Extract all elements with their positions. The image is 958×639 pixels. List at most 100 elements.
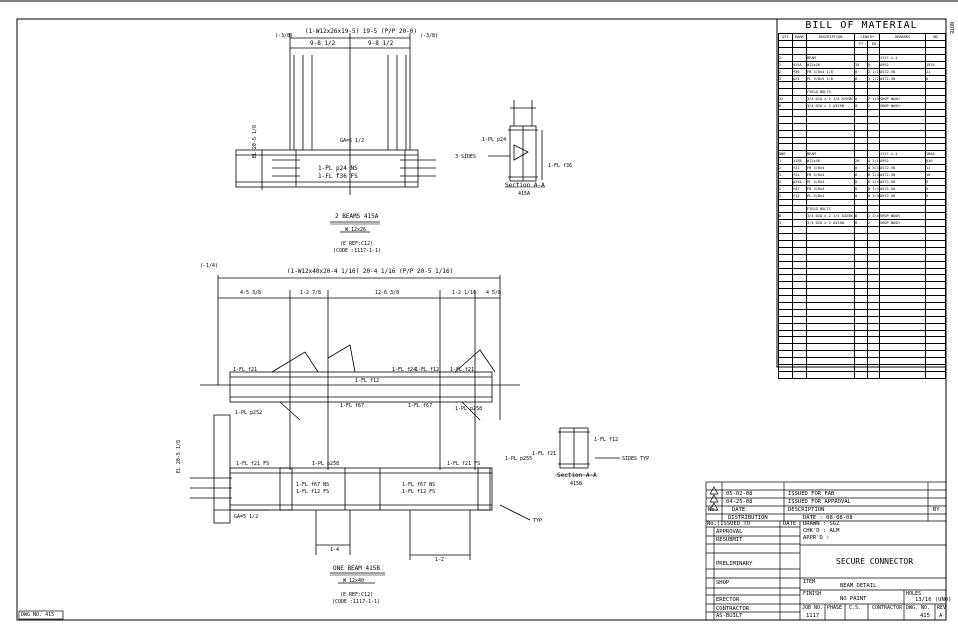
bom-cell: p255 — [792, 177, 807, 186]
rev-header-desc: DESCRIPTION — [788, 507, 825, 513]
drawn: DRAWN : SGZ — [803, 521, 840, 527]
bom-row — [778, 350, 947, 359]
bom-cell — [792, 274, 807, 283]
bom-cell — [925, 212, 947, 221]
finish-label: FINISH — [803, 591, 822, 597]
bom-cell — [879, 226, 927, 235]
bom-cell — [792, 239, 807, 248]
bom-cell — [778, 115, 793, 124]
beam-b-note-10: 1-FL f21 FS — [236, 461, 270, 467]
bom-cell — [854, 336, 868, 345]
bom-cell: 8 — [925, 74, 947, 83]
bom-cell — [925, 274, 947, 283]
bom-row — [778, 281, 947, 290]
beam-a-right-elev: (-3/8) — [420, 33, 439, 39]
checked: CHK'D : ALM — [803, 528, 840, 534]
issued-to: No.|ISSUED TO — [707, 521, 751, 527]
bom-row — [778, 267, 947, 276]
bom-cell — [879, 47, 927, 55]
bom-cell: 12 — [778, 95, 793, 104]
bom-cell — [925, 102, 947, 111]
section-b-drawing — [555, 427, 620, 476]
status-preliminary: PRELIMINARY — [716, 561, 753, 567]
bom-cell — [792, 253, 807, 262]
bom-cell — [778, 129, 793, 138]
bom-cell — [866, 322, 881, 331]
bom-cell — [778, 239, 793, 248]
beam-b-ga: GA=5 1/2 — [234, 514, 259, 520]
bom-cell — [854, 205, 868, 214]
section-b-title: Section A-A — [557, 472, 597, 479]
bom-cell — [925, 95, 947, 104]
bom-cell: f21 — [792, 164, 807, 173]
bom-title: BILL OF MATERIAL — [805, 20, 918, 31]
bom-row — [778, 122, 947, 131]
bom-cell — [792, 212, 807, 221]
bom-cell — [879, 301, 927, 310]
bom-cell — [778, 136, 793, 145]
bom-cell — [925, 115, 947, 124]
bom-cell — [806, 40, 855, 48]
bom-cell — [792, 226, 807, 235]
bom-cell — [879, 288, 927, 297]
bom-row — [778, 329, 947, 338]
bom-cell: 0 — [854, 184, 868, 193]
bom-cell: 0 — [854, 219, 868, 228]
cs-label: C.S. — [849, 605, 862, 611]
bom-cell — [854, 81, 868, 90]
status-approval: APPROVAL — [716, 529, 743, 535]
bom-cell — [866, 295, 881, 303]
bom-cell: 20 — [854, 157, 868, 166]
bom-cell — [778, 295, 793, 303]
bom-row — [778, 288, 947, 297]
rev-header-date: DATE — [732, 507, 746, 513]
bom-cell — [792, 129, 807, 138]
bom-cell — [806, 136, 855, 145]
bom-cell — [806, 115, 855, 124]
bom-cell — [925, 370, 947, 379]
beam-b-ns-left-1: 1-FL f67 NS — [296, 482, 330, 488]
beam-b-note-8: 1-PL p252 — [235, 410, 263, 416]
bom-cell — [925, 198, 947, 207]
bom-cell: 1117-1-1 — [879, 53, 927, 62]
bom-cell — [854, 47, 868, 55]
beam-b-ref: (E REF:C12) — [340, 592, 374, 598]
bom-cell — [792, 115, 807, 124]
bom-cell — [866, 143, 881, 152]
bom-cell — [806, 329, 855, 338]
corner-mark: NOTE — [948, 22, 954, 35]
bom-cell — [778, 226, 793, 235]
bom-cell: IN — [866, 40, 881, 48]
bom-cell — [925, 322, 947, 331]
bom-cell — [854, 363, 868, 372]
bom-cell — [866, 336, 881, 345]
bom-cell — [879, 281, 927, 290]
bom-cell — [854, 260, 868, 269]
bom-cell — [866, 88, 881, 97]
rev-date-2: 04-25-08 — [726, 499, 753, 505]
bom-cell — [879, 363, 927, 372]
bom-row — [778, 370, 947, 379]
beam-b-note-13: 1-PL p255 — [505, 456, 533, 462]
bom-cell — [806, 315, 855, 324]
bom-cell — [778, 47, 793, 55]
bom-cell — [925, 219, 947, 228]
bom-row: FIELD BOLTS — [778, 205, 947, 214]
bom-cell: A572-50 — [879, 74, 927, 83]
bom-cell — [866, 226, 881, 235]
bom-cell — [879, 370, 927, 379]
bom-row — [778, 198, 947, 207]
bom-cell — [854, 357, 868, 365]
bom-cell — [792, 301, 807, 310]
bom-cell — [854, 226, 868, 235]
bom-cell — [866, 239, 881, 248]
bom-cell — [879, 233, 927, 241]
bom-row — [778, 47, 947, 55]
bom-cell — [879, 308, 927, 317]
bom-row — [778, 136, 947, 145]
bom-cell — [925, 239, 947, 248]
bom-cell — [792, 109, 807, 117]
bom-cell — [879, 109, 927, 117]
